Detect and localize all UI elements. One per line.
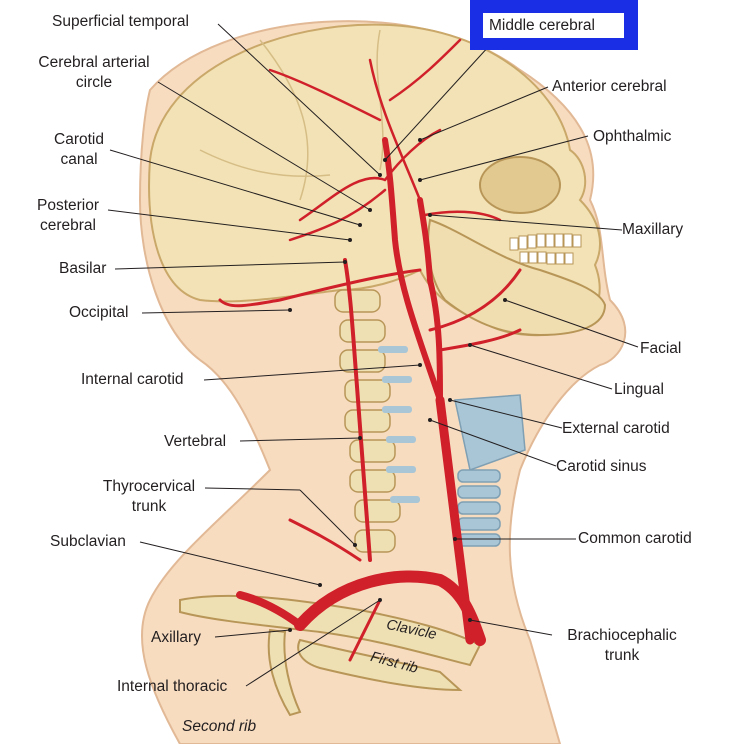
label-basilar: Basilar: [59, 260, 107, 277]
label-second-rib: Second rib: [182, 718, 257, 735]
vertebral-column: [334, 289, 401, 553]
larynx-trachea: [454, 394, 526, 547]
orbit: [479, 156, 561, 214]
label-external-carotid: External carotid: [562, 420, 670, 437]
label-ophthalmic: Ophthalmic: [593, 128, 672, 145]
superficial-temporal-vessel: [268, 38, 462, 202]
vertebral-vessel: [343, 258, 372, 562]
label-brachiocephalic-trunk-line2: trunk: [604, 647, 640, 664]
teeth: [509, 233, 582, 265]
label-internal-carotid: Internal carotid: [81, 371, 184, 388]
label-posterior-cerebral-line2: cerebral: [40, 217, 96, 234]
label-internal-thoracic: Internal thoracic: [117, 678, 228, 695]
first-rib-bone: [297, 638, 463, 692]
subclavian-vessel: [236, 591, 304, 629]
label-lingual: Lingual: [614, 381, 664, 398]
lingual-vessel: [438, 328, 522, 352]
label-superficial-temporal: Superficial temporal: [52, 13, 189, 30]
label-axillary: Axillary: [151, 629, 201, 646]
arteries: [218, 38, 522, 662]
leader-dots: [288, 138, 507, 632]
label-common-carotid: Common carotid: [578, 530, 692, 547]
label-cerebral-arterial-circle-line1: Cerebral arterial: [38, 54, 150, 71]
external-carotid-vessel: [417, 197, 443, 403]
label-posterior-cerebral-line1: Posterior: [36, 197, 100, 214]
label-anterior-cerebral: Anterior cerebral: [552, 78, 667, 95]
label-carotid-sinus: Carotid sinus: [556, 458, 647, 475]
label-carotid-canal-line1: Carotid: [54, 131, 104, 148]
brachiocephalic-vessel: [294, 570, 486, 646]
internal-thoracic-vessel: [348, 598, 382, 662]
clavicle-bone: [179, 594, 482, 667]
label-middle-cerebral: Middle cerebral: [489, 17, 595, 34]
label-subclavian: Subclavian: [50, 533, 126, 550]
cerebral-vessels: [288, 128, 442, 242]
label-thyrocervical-trunk-line1: Thyrocervical: [102, 478, 196, 495]
label-thyrocervical-trunk-line2: trunk: [131, 498, 167, 515]
label-facial: Facial: [640, 340, 682, 357]
highlight-box-inner: [483, 13, 624, 38]
facial-vessel: [428, 268, 522, 332]
label-cerebral-arterial-circle-line2: circle: [75, 74, 113, 91]
internal-carotid-vessel: [382, 137, 443, 403]
label-brachiocephalic-trunk-line1: Brachiocephalic: [567, 627, 677, 644]
label-carotid-canal-line2: canal: [60, 151, 98, 168]
second-rib-bone: [267, 628, 302, 717]
leader-lines: [107, 23, 639, 687]
thyrocervical-vessel: [288, 518, 362, 562]
intervertebral-discs: [378, 346, 420, 503]
occipital-vessel: [218, 268, 422, 308]
maxillary-vessel: [423, 210, 502, 222]
mandible: [427, 218, 607, 337]
label-maxillary: Maxillary: [622, 221, 684, 238]
label-occipital: Occipital: [69, 304, 129, 321]
label-vertebral: Vertebral: [164, 433, 227, 450]
